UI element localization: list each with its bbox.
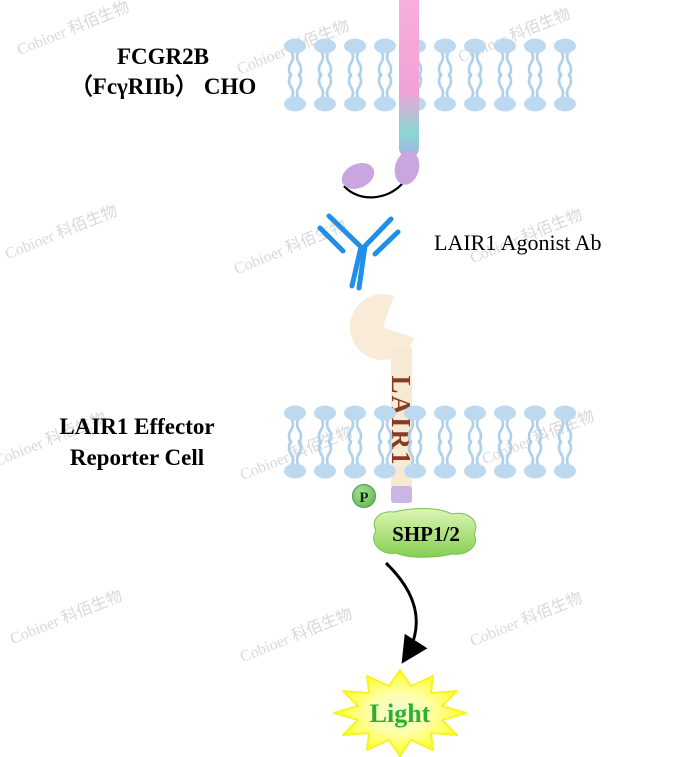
- watermark-text: Cobioer 科佰生物: [231, 217, 349, 278]
- antibody-light-chain-right: [372, 229, 401, 257]
- effector-cell-label-line1: LAIR1 Effector: [59, 414, 214, 439]
- phospho-label: P: [359, 490, 368, 506]
- phospho-badge: P: [352, 484, 376, 508]
- signal-arrow: [384, 561, 428, 664]
- fcgr2b-transmembrane-stalk: [399, 0, 419, 158]
- starburst-shape: [333, 669, 467, 757]
- watermark-text: Cobioer 科佰生物: [7, 587, 125, 648]
- shp12-blob: [373, 508, 477, 558]
- cho-cell-label-line2: （FcγRIIb） CHO: [70, 73, 256, 99]
- watermark-text: Cobioer 科佰生物: [237, 605, 355, 666]
- antibody-light-chain-left: [317, 225, 346, 254]
- cho-cell-membrane: [284, 39, 576, 112]
- shp12-protein: SHP1/2: [373, 508, 477, 558]
- effector-cell-label: LAIR1 Effector Reporter Cell: [59, 414, 214, 470]
- lair1-intracellular-tip: [391, 486, 412, 503]
- fcgr2b-receptor: [341, 0, 420, 199]
- lair1-receptor-stalk: [391, 347, 412, 488]
- fcgr2b-intracellular-domain-left: [341, 162, 375, 190]
- antibody-heavy-chain-left: [326, 213, 364, 289]
- lair1-extracellular-domain: [349, 294, 414, 361]
- light-label: Light: [370, 699, 431, 728]
- fcgr2b-intracellular-linker: [343, 183, 403, 199]
- phospho-circle: [352, 484, 376, 508]
- effector-cell-label-line2: Reporter Cell: [70, 445, 204, 470]
- watermark-text: Cobioer 科佰生物: [467, 589, 585, 650]
- cho-cell-label-line1: FCGR2B: [117, 44, 209, 69]
- antibody-label: LAIR1 Agonist Ab: [434, 230, 601, 255]
- watermark-text: Cobioer 科佰生物: [14, 0, 132, 59]
- antibody-heavy-chain-right: [356, 216, 394, 291]
- watermark-text: Cobioer 科佰生物: [2, 202, 120, 263]
- shp12-label: SHP1/2: [392, 522, 460, 546]
- cho-cell-label: FCGR2B （FcγRIIb） CHO: [70, 44, 256, 99]
- fcgr2b-intracellular-domain-right: [394, 151, 420, 185]
- lair1-agonist-antibody: [317, 213, 401, 291]
- light-starburst: Light: [333, 669, 467, 757]
